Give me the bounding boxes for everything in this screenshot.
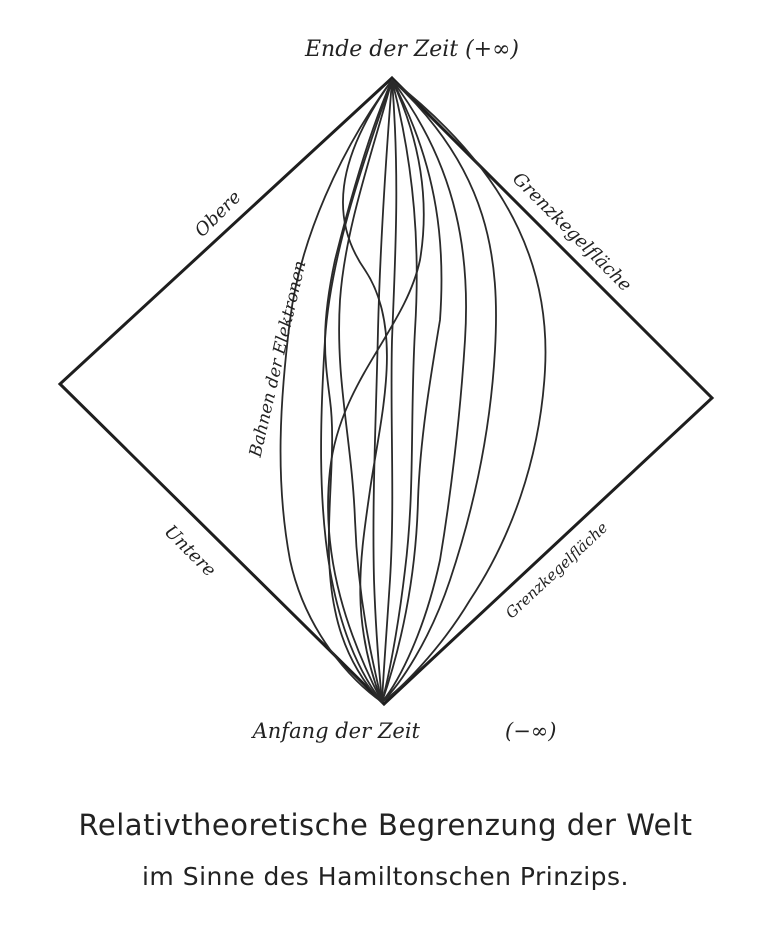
- trajectory-12: [381, 79, 547, 703]
- trajectory-7: [381, 79, 418, 703]
- caption-title: Relativtheoretische Begrenzung der Welt: [78, 808, 693, 842]
- trajectory-2: [320, 79, 393, 703]
- diagram-canvas: Ende der Zeit (+∞) Anfang der Zeit (−∞) …: [57, 37, 715, 743]
- trajectory-4: [342, 79, 393, 703]
- label-lower-right: Grenzkegelfläche: [502, 518, 611, 622]
- trajectory-6: [381, 79, 398, 703]
- label-end-of-time: Ende der Zeit (+∞): [304, 37, 519, 62]
- light-cone-boundary: [57, 75, 715, 707]
- trajectory-13: [324, 79, 393, 703]
- electron-trajectories: [279, 79, 547, 703]
- caption-subtitle: im Sinne des Hamiltonschen Prinzips.: [141, 862, 629, 891]
- trajectory-3: [338, 79, 393, 703]
- label-lower-left: Untere: [160, 521, 220, 581]
- trajectory-1: [279, 79, 393, 703]
- trajectory-11: [381, 79, 497, 703]
- label-beginning-of-time: Anfang der Zeit: [251, 719, 421, 743]
- label-electron-trajectories: Bahnen der Elektronen: [246, 259, 311, 460]
- label-beginning-sign: (−∞): [505, 719, 556, 743]
- trajectory-9: [327, 79, 425, 703]
- trajectory-8: [381, 79, 443, 703]
- label-upper-right: Grenzkegelfläche: [508, 168, 635, 295]
- trajectory-5: [372, 79, 393, 703]
- trajectory-10: [381, 79, 467, 703]
- label-upper-left: Obere: [191, 187, 246, 242]
